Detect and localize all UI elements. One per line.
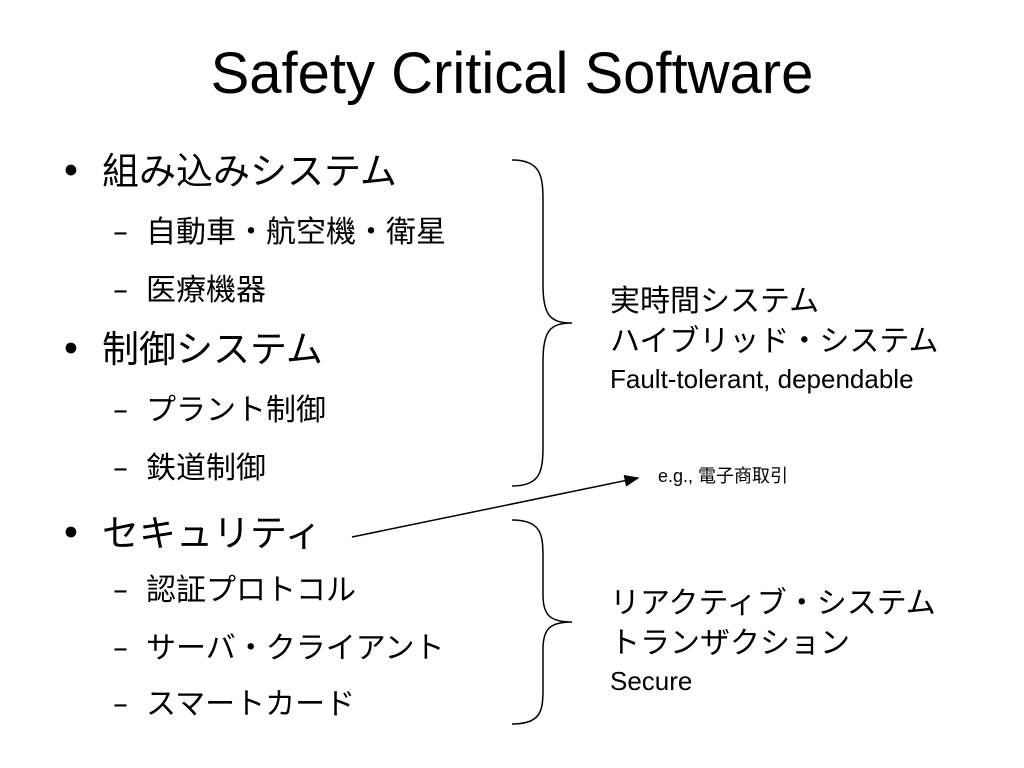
- sub-item-text: 自動車・航空機・衛星: [146, 215, 446, 250]
- bullet-text: 組み込みシステム: [102, 150, 397, 193]
- group-b-line1: リアクティブ・システム: [610, 586, 936, 621]
- bullet-text: セキュリティ: [102, 512, 322, 555]
- example-text: 電子商取引: [698, 466, 789, 487]
- dash-icon: –: [113, 215, 128, 250]
- arrow-icon: [351, 474, 640, 538]
- sub-item-text: プラント制御: [146, 393, 326, 428]
- group-a-line3: Fault-tolerant, dependable: [610, 364, 914, 394]
- sub-item-text: スマートカード: [146, 687, 356, 722]
- group-b-line2: トランザクション: [610, 626, 850, 661]
- brace-bottom-icon: [511, 519, 573, 725]
- sub-item-text: サーバ・クライアント: [146, 631, 445, 666]
- sub-item-text: 鉄道制御: [146, 451, 266, 486]
- group-a-line1: 実時間システム: [610, 284, 820, 319]
- bullet-icon: •: [60, 150, 82, 193]
- dash-icon: –: [113, 631, 128, 666]
- example-label: e.g., 電子商取引: [658, 464, 788, 489]
- sub-item-text: 医療機器: [146, 273, 266, 308]
- example-prefix: e.g.,: [658, 466, 699, 486]
- group-b-labels: リアクティブ・システム トランザクション Secure: [610, 584, 936, 698]
- group-a-labels: 実時間システム ハイブリッド・システム Fault-tolerant, depe…: [610, 282, 939, 396]
- bullet-text: 制御システム: [102, 328, 323, 371]
- dash-icon: –: [113, 273, 128, 308]
- slide-title: Safety Critical Software: [210, 41, 814, 106]
- sub-item-text: 認証プロトコル: [146, 573, 356, 608]
- group-a-line2: ハイブリッド・システム: [610, 324, 939, 359]
- dash-icon: –: [113, 451, 128, 486]
- bullet-icon: •: [60, 328, 82, 371]
- dash-icon: –: [113, 687, 128, 722]
- group-b-line3: Secure: [610, 666, 693, 696]
- brace-top-icon: [511, 159, 573, 487]
- bullet-icon: •: [60, 512, 82, 555]
- dash-icon: –: [113, 393, 128, 428]
- dash-icon: –: [113, 573, 128, 608]
